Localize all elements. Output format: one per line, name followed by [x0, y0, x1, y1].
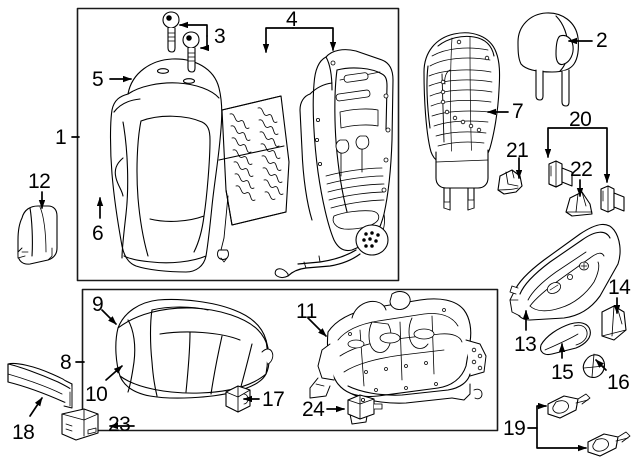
- leader-3: [179, 21, 208, 37]
- side-shield-cap-art: [601, 305, 627, 341]
- occupant-sensor-module-art: [347, 394, 383, 420]
- callout-3[interactable]: 3: [214, 25, 226, 48]
- callout-16[interactable]: 16: [607, 371, 630, 394]
- recliner-handle-knob-art: [540, 322, 591, 356]
- seat-cushion-frame-track-art: [309, 291, 487, 425]
- leader-16: [595, 359, 607, 371]
- leader-18: [29, 397, 43, 417]
- track-cover-clip-art: [547, 393, 631, 457]
- callout-13[interactable]: 13: [514, 333, 537, 356]
- headrest-art: [517, 12, 579, 107]
- callout-14[interactable]: 14: [608, 276, 631, 299]
- callout-1[interactable]: 1: [55, 126, 67, 149]
- leader-19b: [536, 427, 587, 452]
- leader-11: [307, 317, 327, 337]
- callout-18[interactable]: 18: [12, 421, 35, 444]
- leader-20b: [579, 127, 611, 183]
- callout-21[interactable]: 21: [506, 139, 529, 162]
- seat-side-trim-panel-art: [509, 223, 621, 321]
- seat-back-hinge-bracket-art: [548, 160, 625, 213]
- callout-2[interactable]: 2: [596, 29, 608, 52]
- seat-cushion-side-shield-art: [7, 362, 73, 409]
- callout-22[interactable]: 22: [570, 158, 593, 181]
- callout-12[interactable]: 12: [28, 170, 51, 193]
- leader-10: [105, 365, 123, 381]
- seat-back-cover-pad-art: [109, 58, 223, 273]
- callout-7[interactable]: 7: [512, 100, 524, 123]
- headrest-guide-bolt-art: [162, 11, 200, 73]
- seat-control-module-art: [61, 408, 99, 441]
- callout-20[interactable]: 20: [569, 108, 592, 131]
- callout-5[interactable]: 5: [92, 68, 104, 91]
- leader-9: [101, 309, 117, 325]
- seat-back-heater-pad-art: [217, 95, 290, 263]
- recliner-cover-inner-art: [17, 205, 58, 265]
- callout-24[interactable]: 24: [302, 398, 325, 421]
- callout-23[interactable]: 23: [108, 413, 131, 436]
- callout-15[interactable]: 15: [551, 361, 574, 384]
- callout-17[interactable]: 17: [262, 388, 285, 411]
- callout-6[interactable]: 6: [92, 222, 104, 245]
- seat-back-frame-art: [274, 49, 394, 278]
- callout-4[interactable]: 4: [286, 8, 298, 31]
- leader-20: [544, 127, 581, 158]
- callout-10[interactable]: 10: [85, 383, 108, 406]
- callout-11[interactable]: 11: [296, 300, 317, 323]
- callout-9[interactable]: 9: [92, 293, 104, 316]
- leader-3b: [200, 35, 209, 52]
- leader-4: [262, 27, 294, 53]
- seat-cushion-art: [115, 298, 274, 399]
- leader-19: [527, 402, 547, 429]
- leader-4b: [292, 27, 337, 51]
- retainer-clip-art: [565, 191, 593, 217]
- callout-19[interactable]: 19: [503, 417, 526, 440]
- callout-8[interactable]: 8: [60, 351, 72, 374]
- seat-back-board-art: [423, 32, 501, 211]
